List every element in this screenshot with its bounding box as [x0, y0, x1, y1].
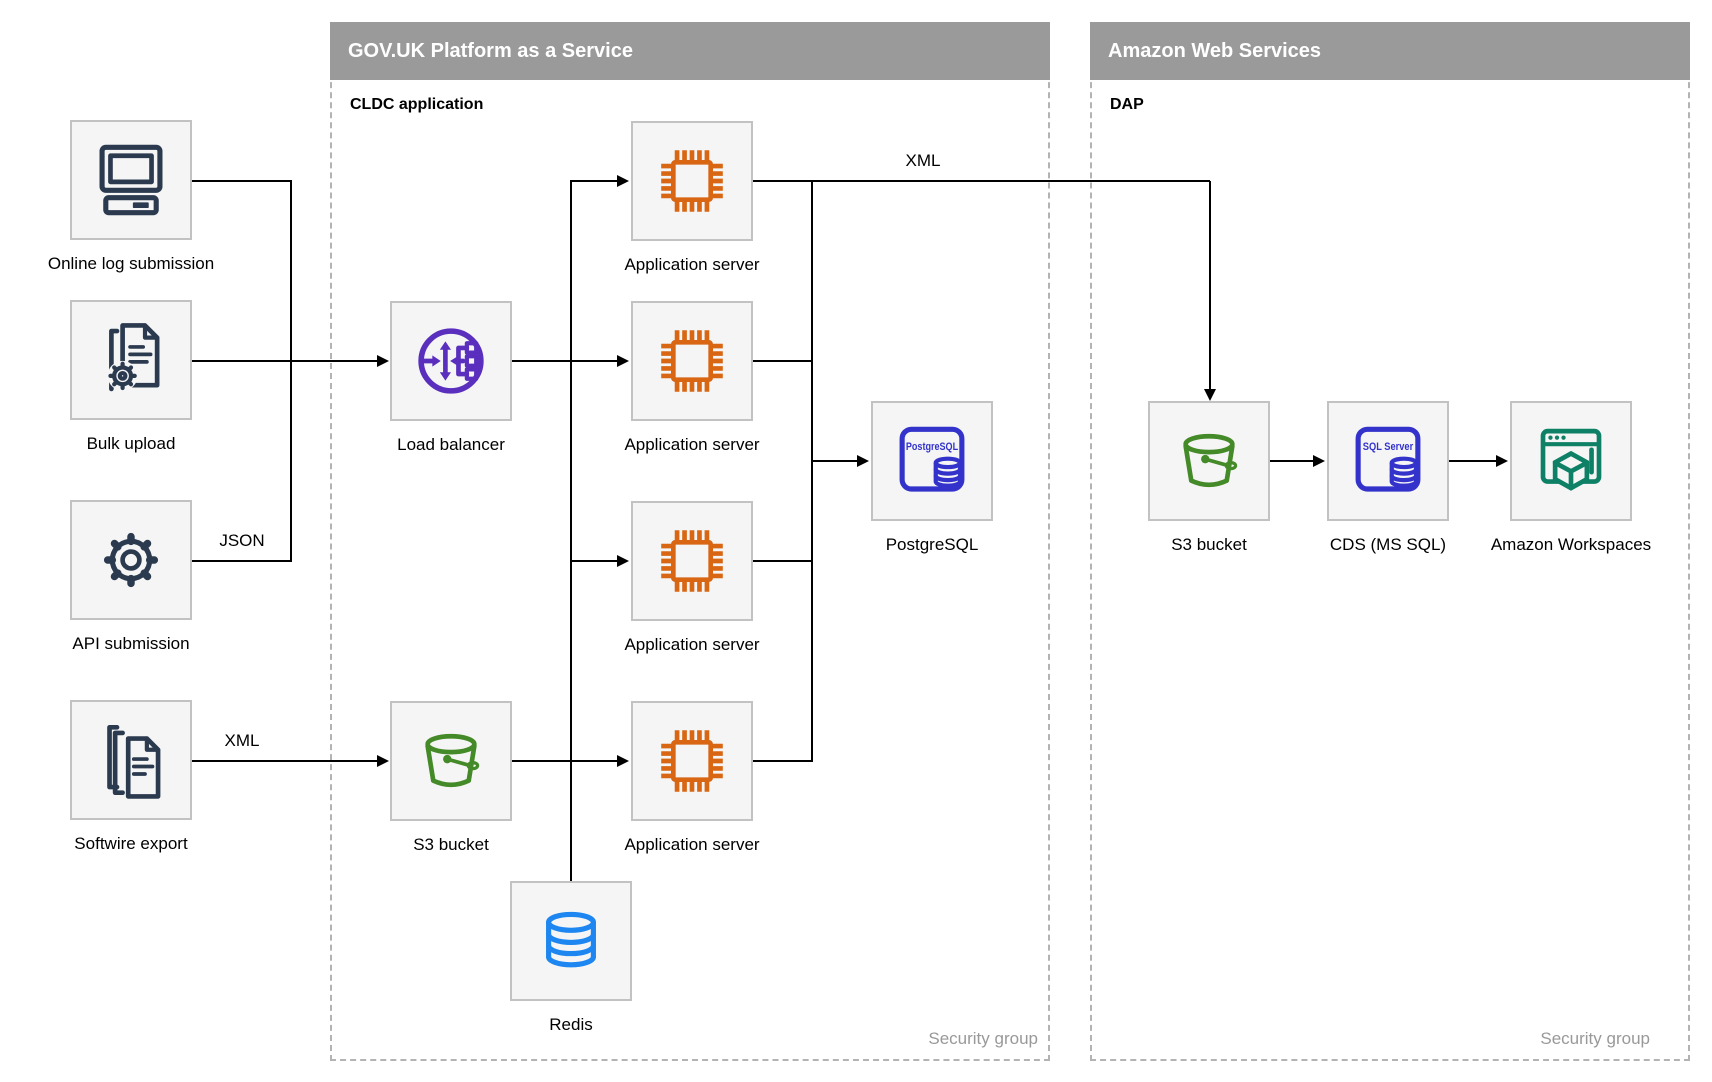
node-s3-bucket-aws [1148, 401, 1270, 521]
s3-bucket-icon [425, 733, 480, 788]
node-bulk-upload [70, 300, 192, 420]
cpu-chip-icon [661, 730, 723, 792]
node-application-server-4 [631, 701, 753, 821]
arrowhead [377, 755, 389, 767]
node-label: CDS (MS SQL) [1329, 535, 1447, 554]
node-postgresql: PostgreSQL [871, 401, 993, 521]
node-softwire-export [70, 700, 192, 820]
node-label: Bulk upload [86, 434, 176, 453]
documents-stack-icon [107, 725, 161, 799]
node-cds-ms-sql: SQL Server [1327, 401, 1449, 521]
postgresql-icon-text: PostgreSQL [906, 441, 959, 453]
node-label: S3 bucket [413, 835, 489, 854]
connector-line [570, 560, 617, 562]
node-online-log-submission [70, 120, 192, 240]
node-application-server-3 [631, 501, 753, 621]
aws-subtitle: DAP [1110, 96, 1144, 113]
arrowhead [617, 355, 629, 367]
cpu-chip-icon [661, 330, 723, 392]
postgresql-icon: PostgreSQL [899, 426, 965, 492]
connector-line [752, 180, 1210, 182]
connector-line [290, 180, 292, 562]
document-gear-icon [107, 323, 160, 392]
connector-line [192, 180, 291, 182]
arrowhead [617, 175, 629, 187]
node-label: PostgreSQL [885, 535, 979, 554]
node-redis [510, 881, 632, 1001]
connector-line [192, 560, 291, 562]
workspaces-icon [1540, 428, 1602, 491]
node-api-submission [70, 500, 192, 620]
load-balancer-icon [418, 328, 484, 394]
connector-line [512, 760, 617, 762]
aws-security-group-label: Security group [1540, 1029, 1650, 1048]
node-label: Online log submission [47, 254, 215, 273]
computer-icon [99, 144, 163, 216]
node-label: Application server [624, 255, 760, 274]
node-amazon-workspaces [1510, 401, 1632, 521]
aws-container: Amazon Web Services DAP Security group [1090, 22, 1690, 1061]
connector-line [192, 360, 377, 362]
node-label: Application server [624, 835, 760, 854]
connector-line [1449, 460, 1496, 462]
connector-line [570, 180, 617, 182]
node-application-server-2 [631, 301, 753, 421]
arrowhead [617, 755, 629, 767]
aws-header: Amazon Web Services [1090, 22, 1690, 80]
arrowhead [1204, 389, 1216, 401]
node-s3-bucket-paas [390, 701, 512, 821]
node-label: Load balancer [397, 435, 505, 454]
arrowhead [1313, 455, 1325, 467]
cpu-chip-icon [661, 150, 723, 212]
node-application-server-1 [631, 121, 753, 241]
node-label: S3 bucket [1171, 535, 1247, 554]
connector-line [192, 760, 377, 762]
connector-line [570, 180, 572, 882]
connector-line [512, 360, 617, 362]
connector-line [752, 360, 812, 362]
connector-line [752, 760, 812, 762]
connector-line [811, 460, 857, 462]
arrowhead [857, 455, 869, 467]
edge-label-xml: XML [224, 731, 260, 750]
edge-label-json: JSON [219, 531, 265, 550]
node-load-balancer [390, 301, 512, 421]
paas-header: GOV.UK Platform as a Service [330, 22, 1050, 80]
arrowhead [617, 555, 629, 567]
connector-line [1209, 181, 1211, 389]
database-icon [546, 911, 596, 968]
connector-line [1270, 460, 1313, 462]
connector-line [811, 180, 813, 762]
arrowhead [377, 355, 389, 367]
node-label: Amazon Workspaces [1490, 535, 1652, 554]
s3-bucket-icon [1183, 433, 1238, 488]
sql-server-icon: SQL Server [1355, 426, 1421, 492]
paas-container: GOV.UK Platform as a Service CLDC applic… [330, 22, 1050, 1061]
node-label: API submission [72, 634, 190, 653]
gear-icon [103, 532, 159, 588]
node-label: Redis [549, 1015, 593, 1034]
arrowhead [1496, 455, 1508, 467]
node-label: Softwire export [74, 834, 188, 853]
edge-label-xml: XML [905, 151, 941, 170]
connector-line [752, 560, 812, 562]
node-label: Application server [624, 635, 760, 654]
cpu-chip-icon [661, 530, 723, 592]
sql-server-icon-text: SQL Server [1363, 441, 1414, 453]
node-label: Application server [624, 435, 760, 454]
paas-security-group-label: Security group [928, 1029, 1038, 1048]
paas-subtitle: CLDC application [350, 96, 484, 113]
